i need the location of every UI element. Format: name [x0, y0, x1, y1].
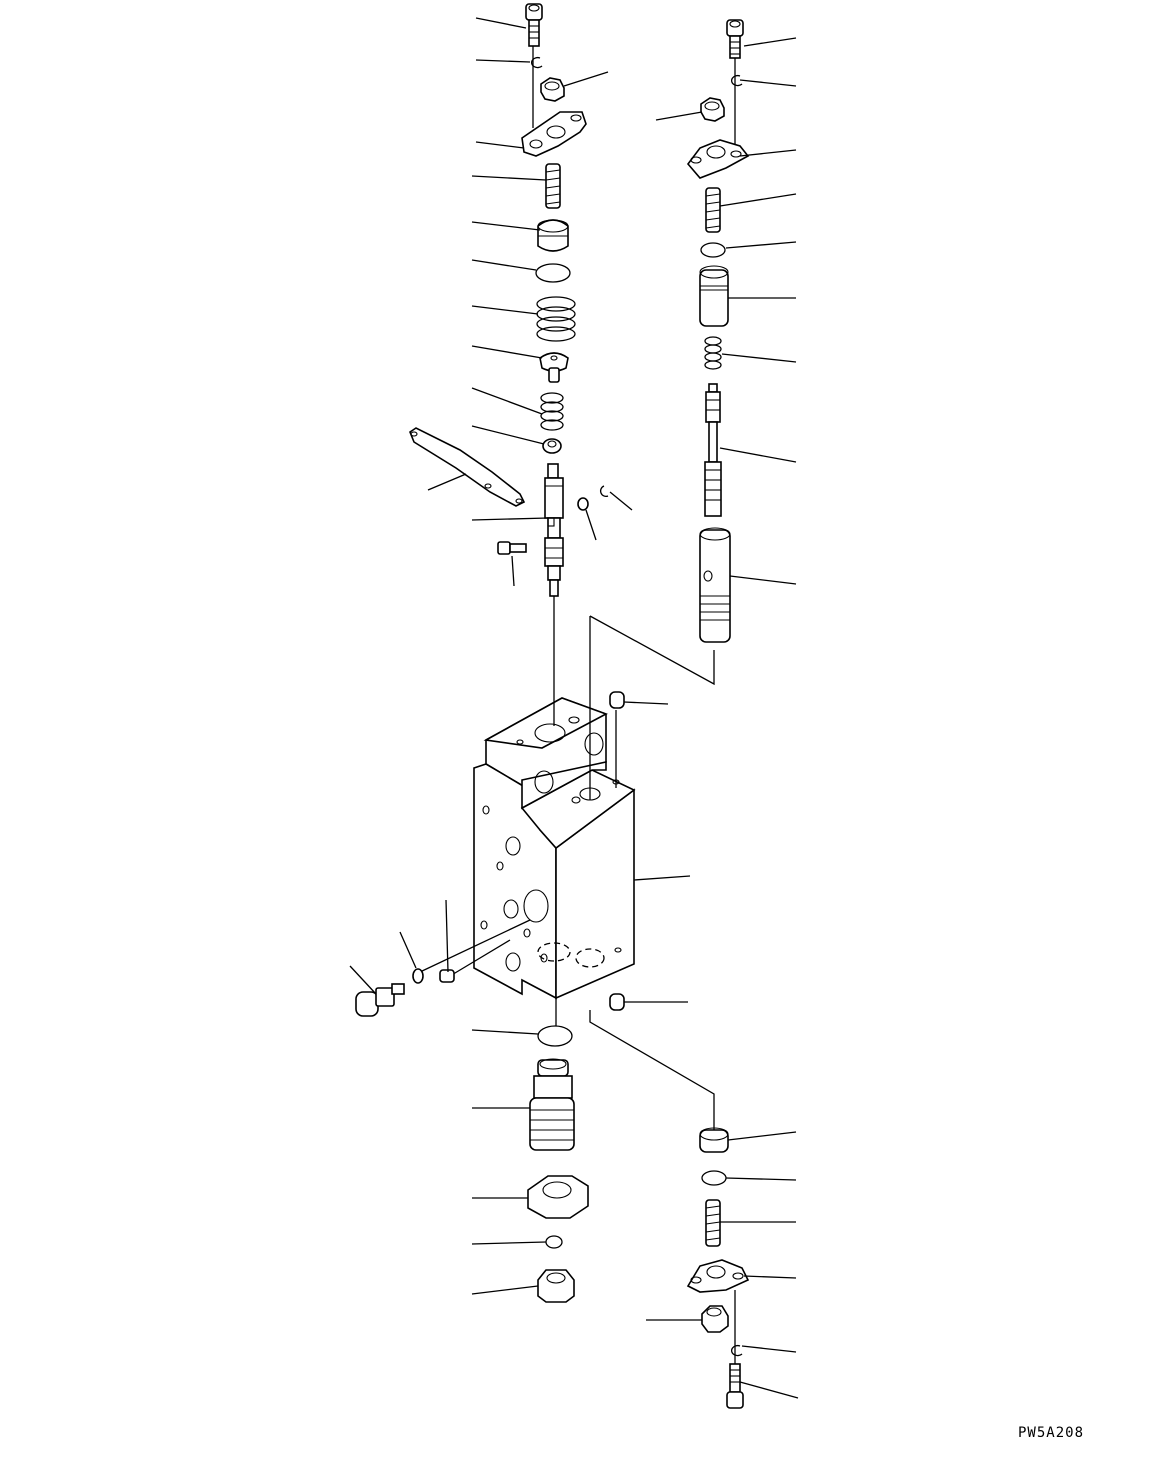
lever-left	[409, 427, 526, 507]
lock-nut-lower-left	[527, 1175, 589, 1219]
o-ring-tiny-lower-left	[545, 1235, 563, 1249]
leader-lines	[349, 17, 799, 1399]
retainer-top-left	[537, 219, 569, 252]
cap-nut-lower-left	[537, 1269, 575, 1303]
right-stack-upper-parts	[686, 19, 750, 643]
pin-left	[497, 541, 527, 555]
o-ring-left-1	[535, 263, 571, 283]
flange-lower-right	[686, 1259, 750, 1293]
spring-small-right	[704, 336, 722, 370]
snap-ring-lower-right	[730, 1344, 743, 1357]
nut-lower-right	[701, 1305, 729, 1333]
cap-screw-top-left	[525, 3, 543, 47]
spring-top-left	[545, 163, 561, 209]
o-ring-lower-left	[537, 1025, 573, 1047]
spool-left	[544, 463, 564, 597]
sleeve-right	[699, 265, 729, 327]
cap-screw-top-right	[726, 19, 744, 59]
valve-cartridge-lower-left	[529, 1058, 575, 1151]
washer-small-left-1	[577, 497, 589, 511]
spring-small-left	[540, 392, 564, 431]
side-plug-left	[355, 968, 455, 1017]
right-stack-lower-parts	[686, 1127, 750, 1409]
sleeve-long-right	[699, 527, 731, 643]
snap-ring-top-right	[730, 74, 743, 87]
flange-top-left	[521, 111, 587, 157]
spool-right	[704, 383, 722, 517]
drawing-code-label: PW5A208	[1018, 1425, 1085, 1441]
flange-top-right	[686, 139, 750, 179]
left-stack-lower-parts	[527, 1025, 589, 1303]
left-stack-upper-parts	[409, 3, 609, 597]
snap-ring-top-left	[530, 56, 543, 69]
cap-screw-lower-right	[726, 1363, 744, 1409]
washer-left	[542, 438, 562, 454]
plug-lower-right	[699, 1127, 729, 1153]
o-ring-right-1	[700, 242, 726, 258]
spring-top-right	[705, 187, 721, 233]
spring-large-left	[536, 296, 576, 342]
plugs-small	[609, 691, 625, 1011]
snap-ring-small-left	[600, 485, 609, 498]
valve-body	[473, 697, 636, 1000]
spring-lower-right	[705, 1199, 721, 1247]
seat-left	[539, 352, 569, 383]
o-ring-lower-right	[701, 1170, 727, 1186]
